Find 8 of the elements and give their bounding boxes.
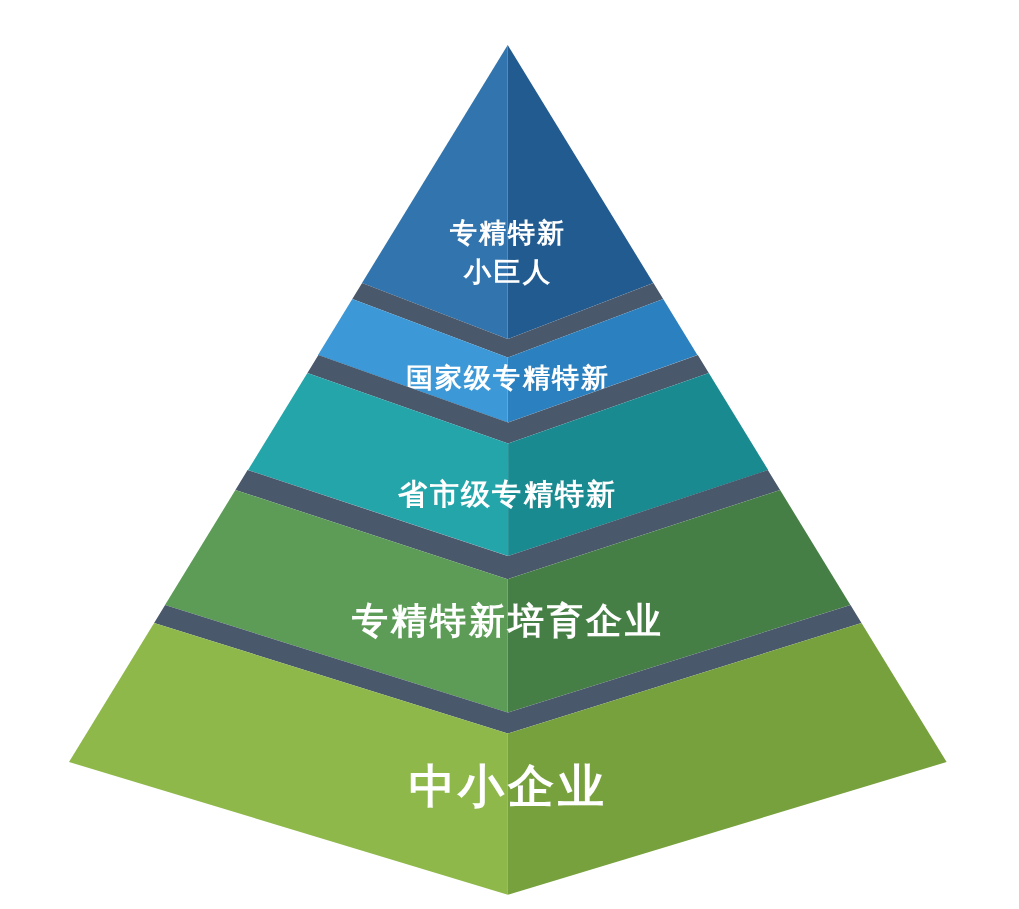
tier-label: 省市级专精特新 (398, 476, 618, 513)
tier-label: 中小企业 (408, 757, 608, 815)
pyramid-tier (360, 45, 656, 342)
pyramid-tier (245, 355, 771, 558)
pyramid-tier (163, 470, 853, 715)
tier-label: 专精特新小巨人 (448, 215, 568, 289)
tier-label: 专精特新培育企业 (352, 598, 664, 643)
tier-label: 国家级专精特新 (405, 361, 611, 396)
